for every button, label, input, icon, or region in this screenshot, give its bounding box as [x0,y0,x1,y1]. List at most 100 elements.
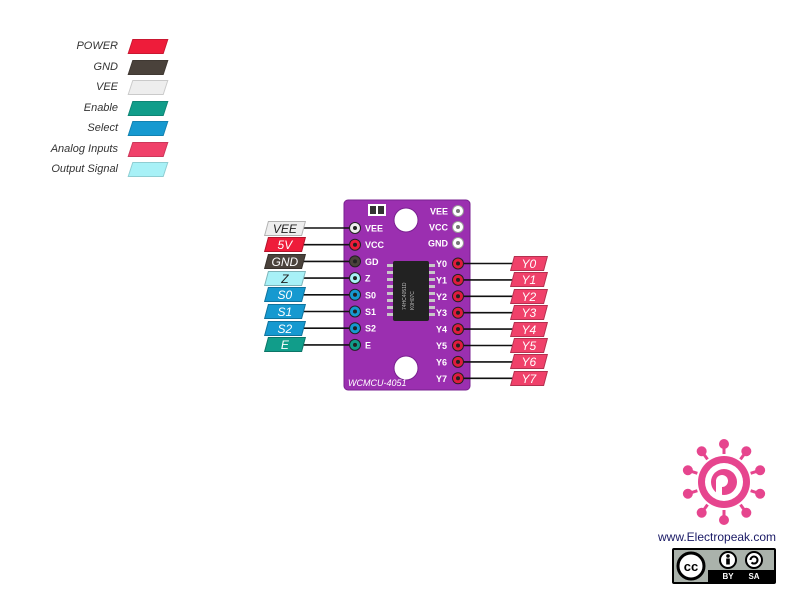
pin-tag-y0: Y0 [509,256,549,271]
logo-node [755,465,766,476]
mount-hole [393,355,419,381]
logo-node [741,507,752,518]
svg-text:cc: cc [684,559,698,574]
legend-label: GND [93,60,118,73]
legend-label: Enable [83,101,118,114]
pin-tag-label: E [280,338,289,353]
board-logo-mark [378,206,384,214]
pin-tag-label: Y7 [521,371,537,386]
pin-tag-y7: Y7 [509,370,549,386]
pin-tag-label: VEE [272,221,297,236]
pin-tag-label: Y1 [521,273,537,288]
chip-marking: K0H07C [410,291,416,310]
ic-lead [387,285,393,288]
pin-tag-y1: Y1 [509,272,549,288]
pin-tag-gnd: GND [263,253,307,269]
chip-marking: 74HC4051D [402,282,408,310]
pin-hole [456,310,460,315]
logo-node [682,465,693,476]
pin-tag-label: 5V [277,238,293,253]
board-pin-label: GND [428,239,449,249]
ic-lead [429,278,435,281]
ic-lead [387,313,393,316]
logo-node [719,515,729,525]
board-pin-label: VEE [430,207,448,217]
board-logo-mark [370,206,376,214]
pin-tag-s0: S0 [263,287,307,303]
pin-tag-y5: Y5 [509,338,549,353]
pin-hole [353,276,357,281]
ic-lead [429,264,435,267]
legend-item: POWER [0,38,170,54]
legend-label: VEE [95,81,118,93]
pin-tag-vee: VEE [263,220,307,236]
legend-label: POWER [76,40,118,52]
board-pin-label: Y5 [436,341,447,351]
ic-lead [429,299,435,302]
pin-hole [456,343,460,348]
ic-lead [387,299,393,302]
electropeak-logo-icon [682,439,766,525]
pin-hole [456,376,460,381]
ic-lead [429,285,435,288]
board-pin-label: VEE [365,224,383,234]
pin-tag-label: S2 [277,321,293,336]
logo-node [719,439,729,449]
pin-hole [353,259,357,264]
pin-tag-label: Y2 [521,289,537,304]
ic-lead [429,271,435,274]
pin-hole [456,209,460,213]
ic-lead [429,313,435,316]
pin-tag-label: Y3 [521,306,537,321]
cc-license-badge: cc BY SA [672,548,776,584]
pin-hole [456,225,460,229]
legend-item: Enable [0,100,170,116]
pin-tag-label: Y4 [521,322,537,337]
board-pin-label: GD [365,257,379,267]
pin-tag-s2: S2 [263,320,307,336]
legend-item: GND [0,59,170,75]
legend-item: Select [0,120,170,136]
pin-tag-label: Z [281,271,289,286]
website-link[interactable]: www.Electropeak.com [658,530,777,544]
board-pin-label: Y4 [436,325,447,335]
pin-hole [353,292,357,297]
pin-tag-label: Y5 [521,339,537,353]
board-pin-label: VCC [429,223,449,233]
board-pin-label: E [365,340,371,350]
pin-tag-z: Z [263,270,307,286]
pin-hole [353,342,357,347]
ic-chip [393,261,429,321]
ic-lead [429,292,435,295]
legend-item: Analog Inputs [0,141,170,157]
legend-label: Select [87,122,118,134]
board-pin-label: S1 [365,307,376,317]
pin-tag-y4: Y4 [509,321,549,337]
ic-lead [387,292,393,295]
pin-hole [456,294,460,299]
pin-tag-y2: Y2 [509,288,549,304]
logo-node [755,488,766,499]
pin-hole [456,327,460,332]
board-pin-label: VCC [365,240,385,250]
mount-hole [393,207,419,233]
board-pin-label: Y3 [436,308,447,318]
pin-hole [353,242,357,247]
ic-lead [387,278,393,281]
pin-hole [353,226,357,230]
logo-node [741,446,752,457]
board-pin-label: Y7 [436,374,447,384]
pin-hole [456,261,460,266]
pin-tag-y6: Y6 [509,354,549,370]
pin-tag-5v: 5V [263,237,307,253]
ic-lead [387,264,393,267]
pin-tag-s1: S1 [263,304,307,319]
board-pin-label: S2 [365,324,376,334]
pin-tag-y3: Y3 [509,305,549,321]
ic-lead [387,306,393,309]
pin-hole [353,326,357,331]
legend-label: Output Signal [51,163,118,175]
pin-hole [456,241,460,245]
legend-item: VEE [0,79,170,95]
